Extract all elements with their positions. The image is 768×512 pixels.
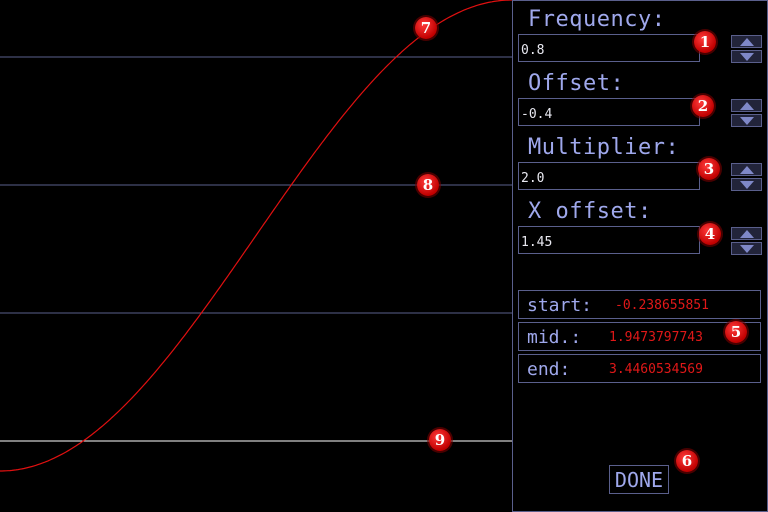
result-start-row: start: -0.238655851 bbox=[518, 290, 761, 319]
frequency-input[interactable]: 0.8 bbox=[518, 34, 700, 62]
badge-done: 6 bbox=[676, 450, 698, 472]
x-offset-label: X offset: bbox=[528, 199, 652, 224]
result-mid-value: 1.9473797743 bbox=[609, 330, 703, 345]
arrow-up-icon bbox=[740, 102, 754, 110]
badge-x-offset: 4 bbox=[699, 223, 721, 245]
badge-grid: 8 bbox=[417, 174, 439, 196]
arrow-up-icon bbox=[740, 38, 754, 46]
frequency-label: Frequency: bbox=[528, 7, 666, 32]
offset-decrement-button[interactable] bbox=[731, 114, 762, 127]
result-mid-label: mid.: bbox=[527, 327, 582, 348]
arrow-down-icon bbox=[740, 53, 754, 61]
result-end-row: end: 3.4460534569 bbox=[518, 354, 761, 383]
multiplier-decrement-button[interactable] bbox=[731, 178, 762, 191]
arrow-down-icon bbox=[740, 245, 754, 253]
offset-input[interactable]: -0.4 bbox=[518, 98, 700, 126]
result-end-value: 3.4460534569 bbox=[609, 362, 703, 377]
badge-baseline: 9 bbox=[429, 429, 451, 451]
sine-curve bbox=[0, 0, 512, 472]
frequency-increment-button[interactable] bbox=[731, 35, 762, 48]
multiplier-label: Multiplier: bbox=[528, 135, 680, 160]
result-mid-row: mid.: 1.9473797743 bbox=[518, 322, 761, 351]
x-offset-input[interactable]: 1.45 bbox=[518, 226, 700, 254]
arrow-up-icon bbox=[740, 230, 754, 238]
badge-offset: 2 bbox=[692, 95, 714, 117]
result-start-value: -0.238655851 bbox=[615, 298, 709, 313]
x-offset-increment-button[interactable] bbox=[731, 227, 762, 240]
arrow-down-icon bbox=[740, 181, 754, 189]
arrow-up-icon bbox=[740, 166, 754, 174]
result-end-label: end: bbox=[527, 359, 571, 380]
arrow-down-icon bbox=[740, 117, 754, 125]
offset-increment-button[interactable] bbox=[731, 99, 762, 112]
x-offset-decrement-button[interactable] bbox=[731, 242, 762, 255]
offset-label: Offset: bbox=[528, 71, 625, 96]
badge-multiplier: 3 bbox=[698, 158, 720, 180]
badge-curve: 7 bbox=[415, 17, 437, 39]
multiplier-increment-button[interactable] bbox=[731, 163, 762, 176]
badge-results: 5 bbox=[725, 321, 747, 343]
multiplier-input[interactable]: 2.0 bbox=[518, 162, 700, 190]
badge-frequency: 1 bbox=[694, 31, 716, 53]
frequency-decrement-button[interactable] bbox=[731, 50, 762, 63]
settings-panel: Frequency: 0.8 1 Offset: -0.4 2 Multipli… bbox=[512, 0, 768, 512]
result-start-label: start: bbox=[527, 295, 593, 316]
done-button[interactable]: DONE bbox=[609, 465, 669, 494]
